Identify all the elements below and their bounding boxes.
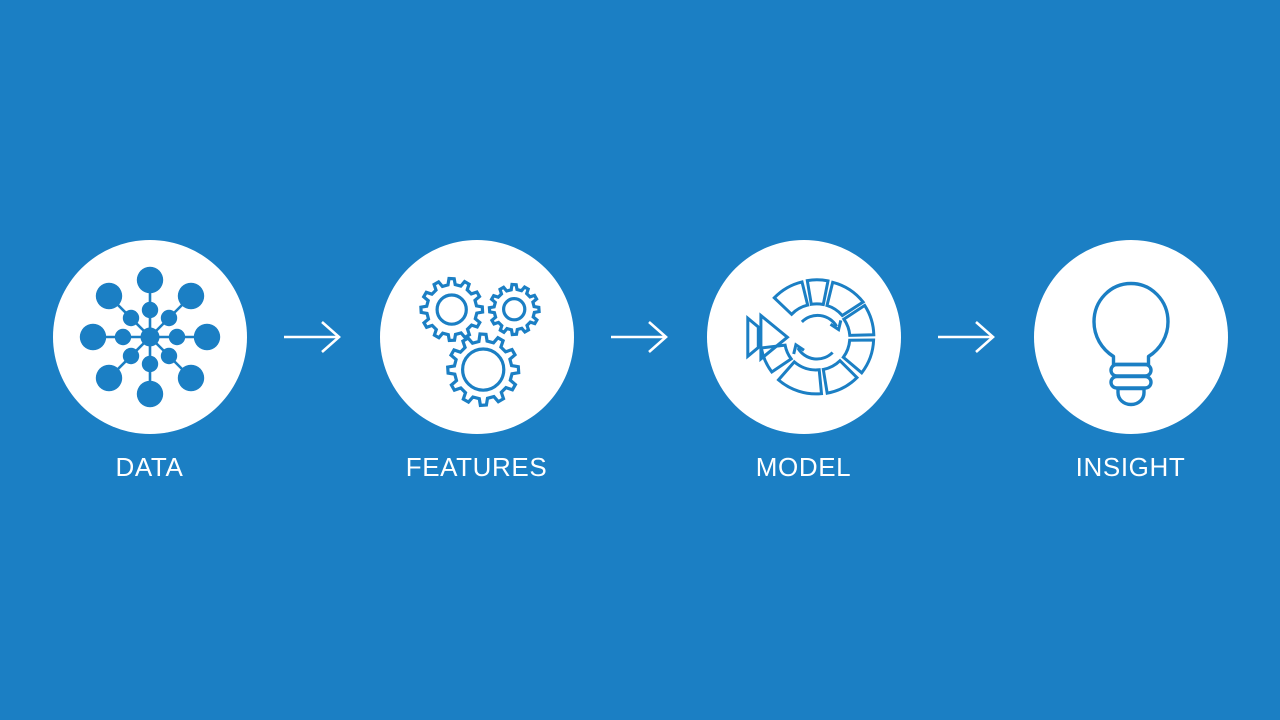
lightbulb-icon (1091, 281, 1170, 407)
arrow-right-icon (611, 321, 668, 353)
stage-model-body: MODEL (706, 240, 901, 482)
stage-features[interactable]: FEATURES (379, 240, 574, 482)
stage-data-body: DATA (52, 240, 247, 482)
stage-insight-disc (1033, 240, 1228, 434)
arrow-right-icon (938, 321, 995, 353)
stage-insight[interactable]: INSIGHT (1033, 240, 1228, 482)
stage-data[interactable]: DATA (52, 240, 247, 482)
stage-data-label: DATA (115, 452, 184, 482)
stage-model-label: MODEL (755, 452, 852, 482)
stage-features-disc (379, 240, 574, 434)
connector-features-to-model (574, 263, 707, 457)
stage-data-disc (52, 240, 247, 434)
stage-insight-body: INSIGHT (1033, 240, 1228, 482)
network-hub-icon (79, 266, 220, 408)
connector-model-to-insight (901, 263, 1034, 457)
connector-data-to-features (247, 263, 380, 457)
arrow-right-icon (284, 321, 341, 353)
stage-model-disc (706, 240, 901, 434)
gears-icon (418, 276, 541, 408)
stage-model[interactable]: MODEL (706, 240, 901, 482)
stage-features-body: FEATURES (379, 240, 574, 482)
model-pie-refresh-icon (745, 278, 875, 396)
stage-features-label: FEATURES (405, 452, 548, 482)
stage-insight-label: INSIGHT (1075, 452, 1186, 482)
